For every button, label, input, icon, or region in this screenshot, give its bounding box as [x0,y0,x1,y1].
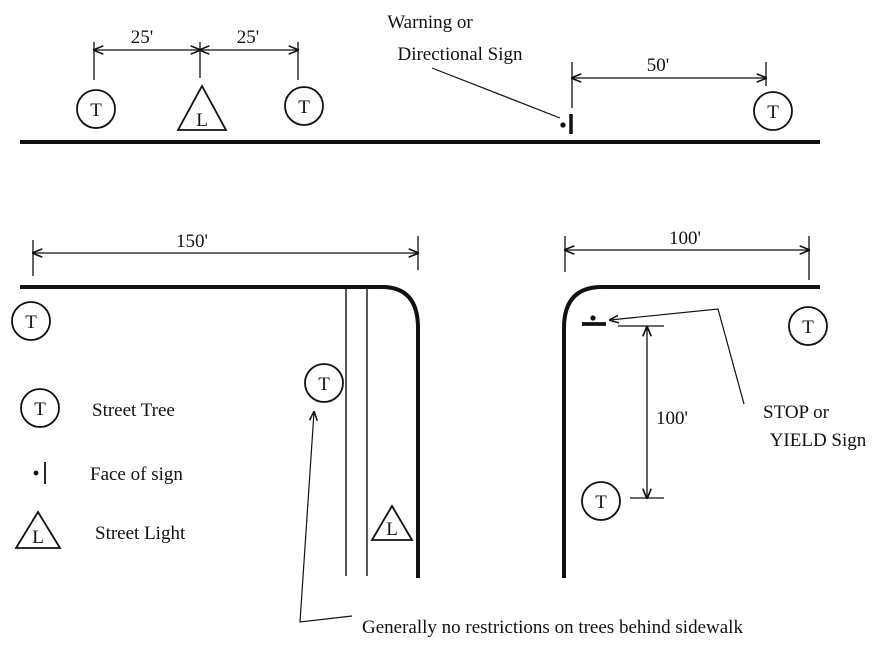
leader-line [431,67,561,119]
warning-sign-label-line1: Warning or [387,12,473,33]
svg-text:T: T [25,312,37,333]
stop-sign-icon [582,315,606,326]
stop-label-line2: YIELD Sign [770,430,867,451]
street-light-icon: L [176,84,228,131]
dimension-label-100-vertical: 100' [656,408,688,429]
legend-light-label: Street Light [95,523,186,544]
stop-leader-line [610,308,745,405]
legend-sign-icon [33,462,46,484]
dimension-label-50: 50' [647,55,669,76]
svg-text:T: T [34,399,46,420]
street-tree-icon: T [284,86,324,126]
street-tree-icon: T [11,301,51,341]
dimension-label-100-horizontal: 100' [669,228,701,249]
face-of-sign-icon [560,114,573,134]
street-tree-icon: T [753,91,793,131]
street-tree-icon: T [581,481,621,521]
dimension-label-25-left: 25' [131,27,153,48]
legend-light-icon: L [14,510,62,549]
stop-label-line1: STOP or [763,402,830,423]
street-tree-icon: T [76,89,116,129]
legend-tree-label: Street Tree [92,400,175,421]
svg-text:T: T [802,317,814,338]
note-text: Generally no restrictions on trees behin… [362,617,743,638]
svg-text:T: T [318,374,330,395]
svg-text:T: T [767,102,779,123]
right-corner-curb [562,285,820,578]
dimension-label-150: 150' [176,231,208,252]
warning-sign-label-line2: Directional Sign [397,44,523,65]
street-tree-icon: T [788,306,828,346]
note-leader-line [299,412,353,623]
svg-text:L: L [32,527,44,548]
svg-text:L: L [386,519,398,540]
dimension-label-25-right: 25' [237,27,259,48]
street-light-icon: L [370,504,414,541]
legend-tree-icon: T [20,388,60,428]
svg-text:T: T [595,492,607,513]
svg-text:L: L [196,110,208,131]
svg-text:T: T [298,97,310,118]
street-tree-icon: T [304,363,344,403]
svg-text:T: T [90,100,102,121]
left-corner-curb [20,285,420,578]
legend-sign-label: Face of sign [90,464,183,485]
